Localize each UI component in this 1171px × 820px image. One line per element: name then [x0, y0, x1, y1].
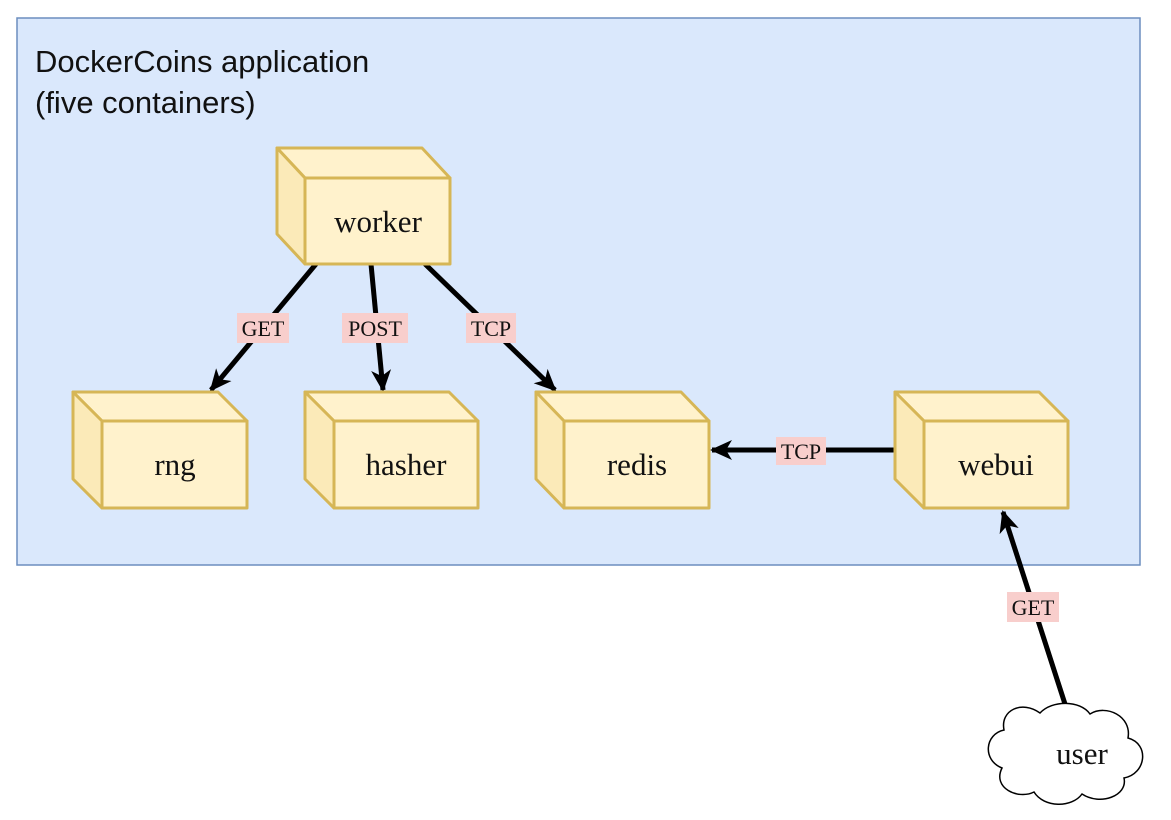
node-webui: webui	[893, 390, 1070, 510]
node-rng: rng	[71, 390, 249, 510]
node-label-worker: worker	[334, 204, 422, 239]
node-label-hasher: hasher	[366, 447, 448, 482]
edge-label-worker-redis: TCP	[466, 313, 516, 343]
edge-label-text: POST	[348, 316, 402, 341]
edge-label-worker-rng: GET	[237, 313, 289, 343]
boundary-title-line-2: (five containers)	[35, 85, 256, 120]
node-redis: redis	[534, 390, 711, 510]
boundary-title-line-1: DockerCoins application	[35, 44, 369, 79]
node-user: user	[987, 702, 1144, 805]
cloud-icon	[987, 702, 1144, 805]
edge-label-text: TCP	[781, 439, 821, 464]
node-worker: worker	[275, 146, 452, 266]
node-hasher: hasher	[303, 390, 480, 510]
edge-label-user-webui: GET	[1007, 592, 1059, 622]
node-label-redis: redis	[607, 447, 667, 482]
edge-label-text: TCP	[471, 316, 511, 341]
node-label-user: user	[1056, 736, 1108, 771]
node-label-webui: webui	[958, 447, 1034, 482]
edge-label-worker-hasher: POST	[342, 313, 408, 343]
node-label-rng: rng	[154, 447, 195, 482]
edge-label-webui-redis: TCP	[776, 437, 826, 465]
edge-label-text: GET	[242, 316, 285, 341]
edge-label-text: GET	[1012, 595, 1055, 620]
